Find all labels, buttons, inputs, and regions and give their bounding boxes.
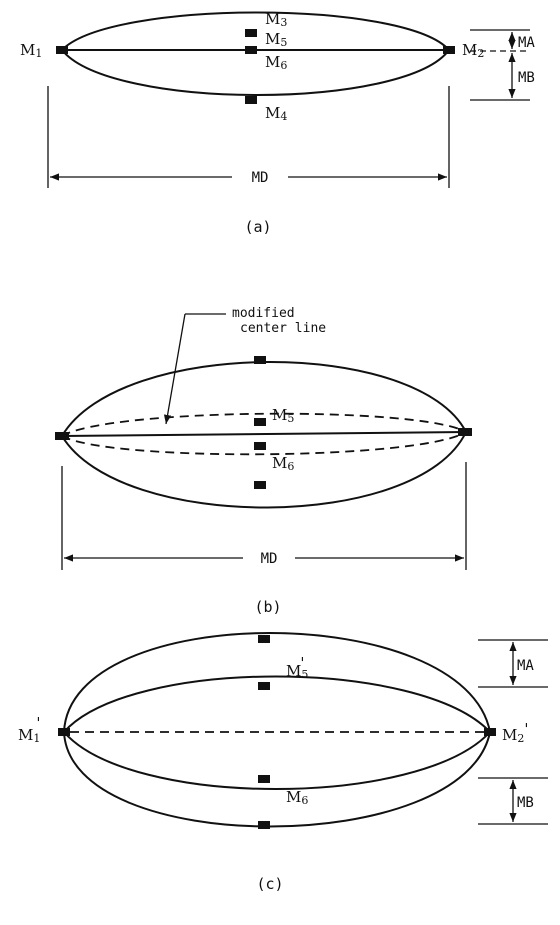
node-m4 xyxy=(245,96,257,104)
node-m2 xyxy=(443,46,455,54)
label-m1-prime: M1' xyxy=(18,714,40,745)
node-m5-m6 xyxy=(245,46,257,54)
outer-upper-arc xyxy=(63,632,491,733)
label-m5: M5 xyxy=(265,30,287,49)
node-m6 xyxy=(254,442,266,450)
label-m2: M2 xyxy=(462,41,484,60)
center-line xyxy=(61,431,467,437)
label-ma: MA xyxy=(517,658,534,674)
caption-a: (a) xyxy=(244,218,271,236)
label-m1: M1 xyxy=(20,41,42,60)
lower-arc xyxy=(61,431,467,509)
label-md: MD xyxy=(261,551,278,567)
panel-a: M1 M2 M3 M5 M6 M4 MA MB MD (a) xyxy=(20,10,535,236)
node-m1-prime xyxy=(58,728,70,736)
node-m2-prime xyxy=(484,728,496,736)
node-bottom xyxy=(258,821,270,829)
node-m3 xyxy=(245,29,257,37)
annotation-line-1: modified xyxy=(232,306,295,321)
node-right xyxy=(458,428,472,436)
annotation-line-2: center line xyxy=(240,321,326,336)
annotation-leader xyxy=(163,313,186,425)
label-mb: MB xyxy=(517,795,534,811)
node-m5-prime xyxy=(258,682,270,690)
label-m6: M6 xyxy=(286,788,308,807)
label-md: MD xyxy=(252,170,269,186)
upper-arc xyxy=(61,11,450,51)
node-bottom xyxy=(254,481,266,489)
label-m4: M4 xyxy=(265,104,287,123)
caption-b: (b) xyxy=(254,598,281,616)
lower-arc xyxy=(61,49,450,96)
inner-upper-arc xyxy=(63,675,491,733)
label-m2-prime: M2' xyxy=(502,720,528,745)
label-m3: M3 xyxy=(265,10,287,29)
label-m6: M6 xyxy=(272,454,294,473)
label-m6: M6 xyxy=(265,53,287,72)
node-top xyxy=(258,635,270,643)
caption-c: (c) xyxy=(256,875,283,893)
node-top xyxy=(254,356,266,364)
inner-lower-arc xyxy=(63,731,491,790)
panel-c: M1' M2' M5' M6 MA MB (c) xyxy=(18,632,548,893)
upper-arc xyxy=(61,361,467,437)
node-m5 xyxy=(254,418,266,426)
modified-lower-line xyxy=(61,431,467,456)
node-m1 xyxy=(56,46,68,54)
label-mb: MB xyxy=(518,70,535,86)
label-ma: MA xyxy=(518,35,535,51)
node-left xyxy=(55,432,69,440)
panel-b: M5 M6 modified center line MD (b) xyxy=(55,306,472,616)
outer-lower-arc xyxy=(63,731,491,828)
label-m5-prime: M5' xyxy=(286,654,308,681)
label-m5: M5 xyxy=(272,406,294,425)
node-m6 xyxy=(258,775,270,783)
modified-upper-line xyxy=(61,412,467,437)
